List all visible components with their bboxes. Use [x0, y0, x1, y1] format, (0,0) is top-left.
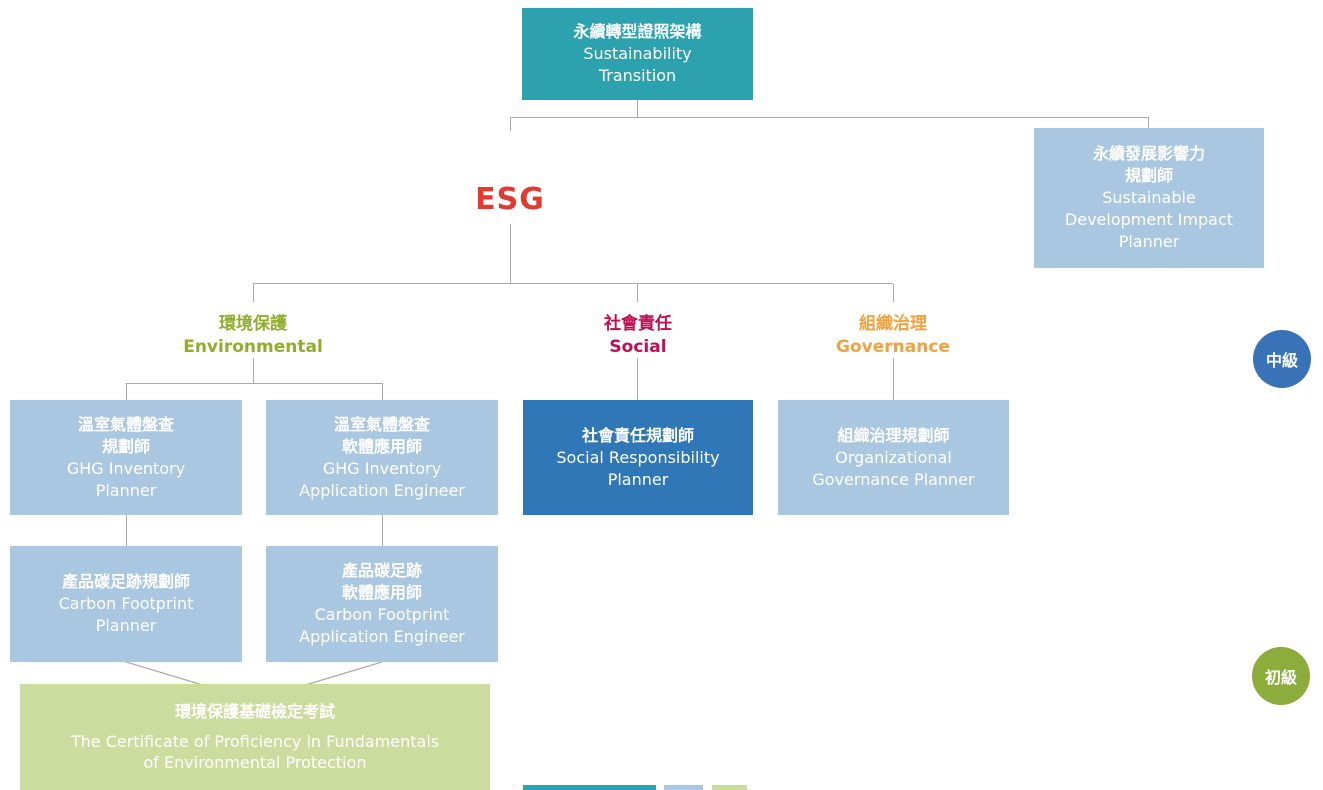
card-title-en: Planner	[95, 480, 157, 500]
card-social-responsibility-planner: 社會責任規劃師 Social Responsibility Planner	[523, 400, 753, 515]
card-title-en: Development Impact	[1064, 210, 1234, 229]
connector-governance-drop	[893, 284, 894, 302]
connector-environmental-horizontal	[126, 383, 383, 384]
card-title-zh: 規劃師	[1124, 166, 1173, 185]
card-title-en: GHG Inventory	[322, 458, 442, 478]
card-title-en: The Certificate of Proficiency in Fundam…	[70, 732, 440, 751]
esg-label: ESG	[475, 182, 545, 217]
branch-label-governance: 組織治理 Governance	[783, 313, 1003, 359]
branch-label-en: Environmental	[183, 337, 323, 357]
legend-sliver-teal	[523, 785, 656, 790]
card-title-en: Transition	[598, 66, 677, 85]
card-title-zh: 規劃師	[101, 436, 150, 456]
card-title-en: Carbon Footprint	[58, 594, 194, 613]
card-title-en: Carbon Footprint	[314, 605, 450, 624]
card-ghg-inventory-application-engineer: 溫室氣體盤查 軟體應用師 GHG Inventory Application E…	[266, 400, 498, 515]
card-title-en: Application Engineer	[299, 627, 465, 646]
card-title-en: Social Responsibility	[556, 447, 720, 467]
card-title-zh: 產品碳足跡規劃師	[61, 572, 190, 591]
branch-label-en: Governance	[836, 337, 950, 357]
card-title-zh: 組織治理規劃師	[837, 425, 950, 445]
card-title-zh: 社會責任規劃師	[581, 425, 694, 445]
card-environmental-fundamentals-exam: 環境保護基礎檢定考試 The Certificate of Proficienc…	[20, 684, 490, 790]
connector-social-drop	[637, 284, 638, 302]
card-organizational-governance-planner: 組織治理規劃師 Organizational Governance Planne…	[778, 400, 1009, 515]
card-title-zh: 軟體應用師	[341, 436, 422, 456]
card-title-en: Planner	[1118, 232, 1180, 251]
card-title-en: GHG Inventory	[66, 458, 186, 478]
card-title-en: Planner	[95, 616, 157, 635]
card-title-en: of Environmental Protection	[143, 753, 367, 772]
connector-environmental-drop	[253, 284, 254, 302]
connector-top-left-drop	[510, 118, 511, 131]
card-title-zh: 永續轉型證照架構	[573, 22, 702, 41]
card-title-en: Planner	[607, 469, 669, 489]
card-title-zh: 環境保護基礎檢定考試	[174, 702, 335, 721]
branch-label-zh: 環境保護	[219, 314, 287, 334]
connector-governance-card-drop	[893, 358, 894, 400]
connector-ghg-planner-drop	[126, 384, 127, 400]
connector-ghg-to-carbon-right	[382, 515, 383, 546]
card-title-zh: 溫室氣體盤查	[333, 414, 430, 434]
card-title-en: Application Engineer	[299, 480, 465, 500]
card-title-zh: 產品碳足跡	[341, 561, 422, 580]
card-title-en: Sustainable	[1102, 188, 1196, 207]
connector-esg-down	[510, 224, 511, 283]
card-carbon-footprint-planner: 產品碳足跡規劃師 Carbon Footprint Planner	[10, 546, 242, 662]
connector-root-down	[637, 100, 638, 117]
card-sustainable-development-impact-planner: 永續發展影響力 規劃師 Sustainable Development Impa…	[1034, 128, 1264, 268]
card-title-en: Sustainability	[583, 44, 692, 63]
branch-label-social: 社會責任 Social	[528, 313, 748, 359]
connector-top-horizontal	[510, 117, 1149, 118]
legend-sliver-light-blue	[664, 785, 703, 790]
legend-sliver-light-green	[712, 785, 747, 790]
connector-ghg-engineer-drop	[382, 384, 383, 400]
card-title-en: Governance Planner	[812, 469, 975, 489]
card-sustainability-transition-root: 永續轉型證照架構 Sustainability Transition	[522, 8, 753, 100]
level-badge-beginner: 初級	[1252, 647, 1310, 705]
branch-label-en: Social	[609, 337, 667, 357]
connector-ghg-to-carbon-left	[126, 515, 127, 546]
card-title-zh: 溫室氣體盤查	[77, 414, 174, 434]
connector-social-card-drop	[637, 358, 638, 400]
connector-environmental-down	[253, 358, 254, 383]
connector-top-right-drop	[1148, 118, 1149, 128]
connector-esg-horizontal	[253, 283, 893, 284]
level-badge-intermediate: 中級	[1253, 330, 1311, 388]
branch-label-zh: 社會責任	[604, 314, 672, 334]
card-ghg-inventory-planner: 溫室氣體盤查 規劃師 GHG Inventory Planner	[10, 400, 242, 515]
card-title-zh: 軟體應用師	[341, 583, 422, 602]
branch-label-zh: 組織治理	[859, 314, 927, 334]
card-title-en: Organizational	[835, 447, 952, 467]
card-carbon-footprint-application-engineer: 產品碳足跡 軟體應用師 Carbon Footprint Application…	[266, 546, 498, 662]
branch-label-environmental: 環境保護 Environmental	[143, 313, 363, 359]
card-title-zh: 永續發展影響力	[1092, 144, 1205, 163]
